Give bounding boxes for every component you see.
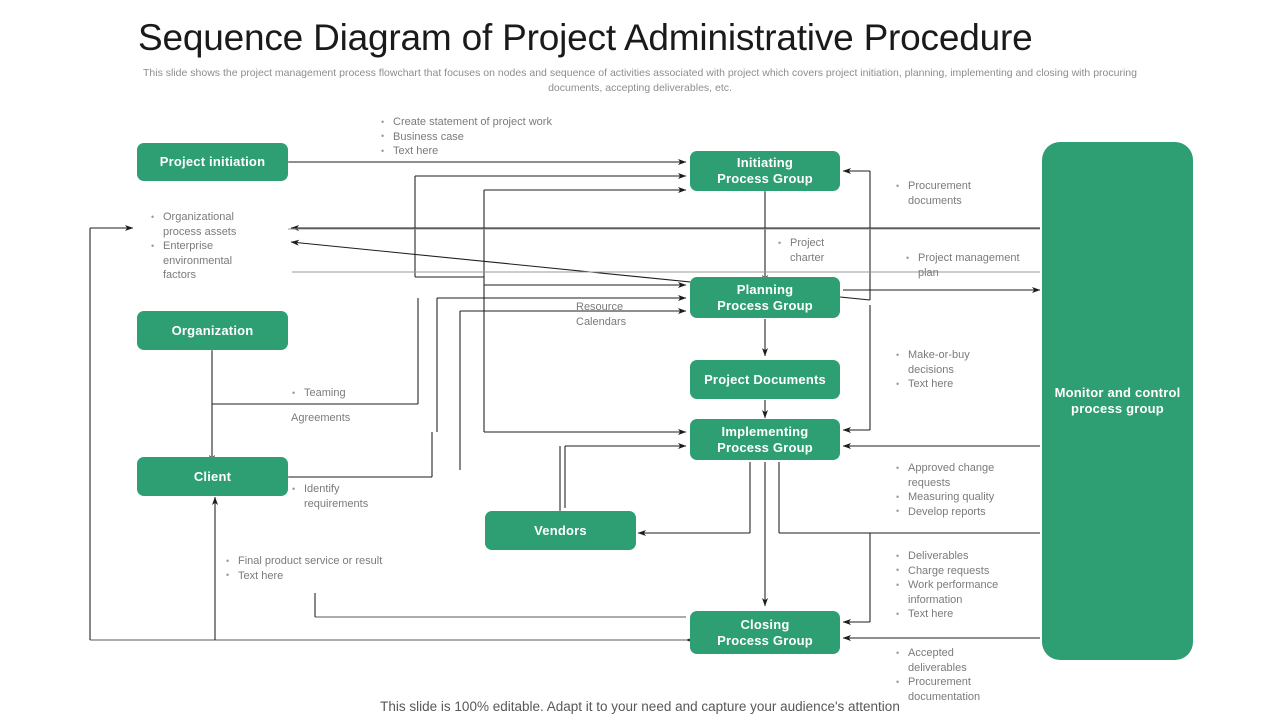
note-procurement-documents: Procurement documents <box>893 179 1013 208</box>
note-deliverables: Deliverables Charge requests Work perfor… <box>893 549 1021 622</box>
note-item: Text here <box>226 568 453 584</box>
note-make-or-buy: Make-or-buy decisions Text here <box>893 348 1008 392</box>
note-item: Project management plan <box>906 251 1043 280</box>
node-vendors[interactable]: Vendors <box>485 511 636 550</box>
node-monitor-label: Monitor and control process group <box>1054 385 1181 416</box>
note-item: Develop reports <box>896 504 1018 520</box>
node-initiating-label: Initiating Process Group <box>717 155 813 186</box>
node-closing-process-group[interactable]: Closing Process Group <box>690 611 840 654</box>
note-item: Enterprise environmental factors <box>151 239 260 283</box>
node-monitor-and-control-process-group[interactable]: Monitor and control process group <box>1042 142 1193 660</box>
note-item: Final product service or result <box>226 554 453 569</box>
note-project-management-plan: Project management plan <box>903 251 1043 280</box>
note-item: Teaming <box>292 386 409 401</box>
node-vendors-label: Vendors <box>534 522 587 538</box>
note-approved-change-requests: Approved change requests Measuring quali… <box>893 461 1018 519</box>
note-item: Business case <box>381 129 608 145</box>
note-teaming: Teaming <box>289 386 409 401</box>
node-organization[interactable]: Organization <box>137 311 288 350</box>
note-item: Procurement documents <box>896 179 1013 208</box>
note-item: Make-or-buy decisions <box>896 348 1008 377</box>
node-organization-label: Organization <box>171 322 254 338</box>
node-implementing-process-group[interactable]: Implementing Process Group <box>690 419 840 460</box>
note-project-charter: Project charter <box>775 236 855 265</box>
page-subtitle: This slide shows the project management … <box>143 67 1137 94</box>
note-item: Resource <box>576 301 624 313</box>
note-item: Work performance information <box>896 578 1021 607</box>
note-identify-requirements: Identify requirements <box>289 482 399 511</box>
note-item: Organizational process assets <box>151 210 260 239</box>
note-organizational-process-assets: Organizational process assets Enterprise… <box>148 210 260 283</box>
node-client-label: Client <box>193 468 232 484</box>
node-planning-label: Planning Process Group <box>717 281 813 313</box>
node-project-documents[interactable]: Project Documents <box>690 360 840 399</box>
note-item: Create statement of project work <box>381 115 608 130</box>
node-client[interactable]: Client <box>137 457 288 496</box>
node-project-documents-label: Project Documents <box>704 371 826 387</box>
note-item: Charge requests <box>896 563 1021 579</box>
node-project-initiation-label: Project initiation <box>159 154 266 169</box>
node-project-initiation[interactable]: Project initiation <box>137 143 288 181</box>
note-agreements: Agreements <box>291 412 351 424</box>
node-closing-label: Closing Process Group <box>717 616 813 648</box>
note-resource-calendars: Resource Calendars <box>576 300 666 329</box>
note-item: Approved change requests <box>896 461 1018 490</box>
note-item: Text here <box>896 377 1008 392</box>
note-item: Deliverables <box>896 549 1021 564</box>
note-accepted-deliverables: Accepted deliverables Procurement docume… <box>893 646 1008 704</box>
node-planning-process-group[interactable]: Planning Process Group <box>690 277 840 318</box>
footer-text: This slide is 100% editable. Adapt it to… <box>380 699 900 714</box>
note-final-product: Final product service or result Text her… <box>223 554 453 583</box>
note-item: Measuring quality <box>896 490 1018 505</box>
note-item: Project charter <box>778 236 855 265</box>
note-item: Procurement documentation <box>896 675 1008 704</box>
note-item: Accepted deliverables <box>896 646 1008 675</box>
node-implementing-label: Implementing Process Group <box>717 423 813 455</box>
note-item: Text here <box>896 607 1021 622</box>
note-item: Identify requirements <box>292 482 399 511</box>
page-title: Sequence Diagram of Project Administrati… <box>138 17 1033 58</box>
note-item: Calendars <box>576 315 627 328</box>
node-initiating-process-group[interactable]: Initiating Process Group <box>690 151 840 191</box>
note-create-statement: Create statement of project work Busines… <box>378 115 608 159</box>
note-item: Text here <box>381 144 608 159</box>
